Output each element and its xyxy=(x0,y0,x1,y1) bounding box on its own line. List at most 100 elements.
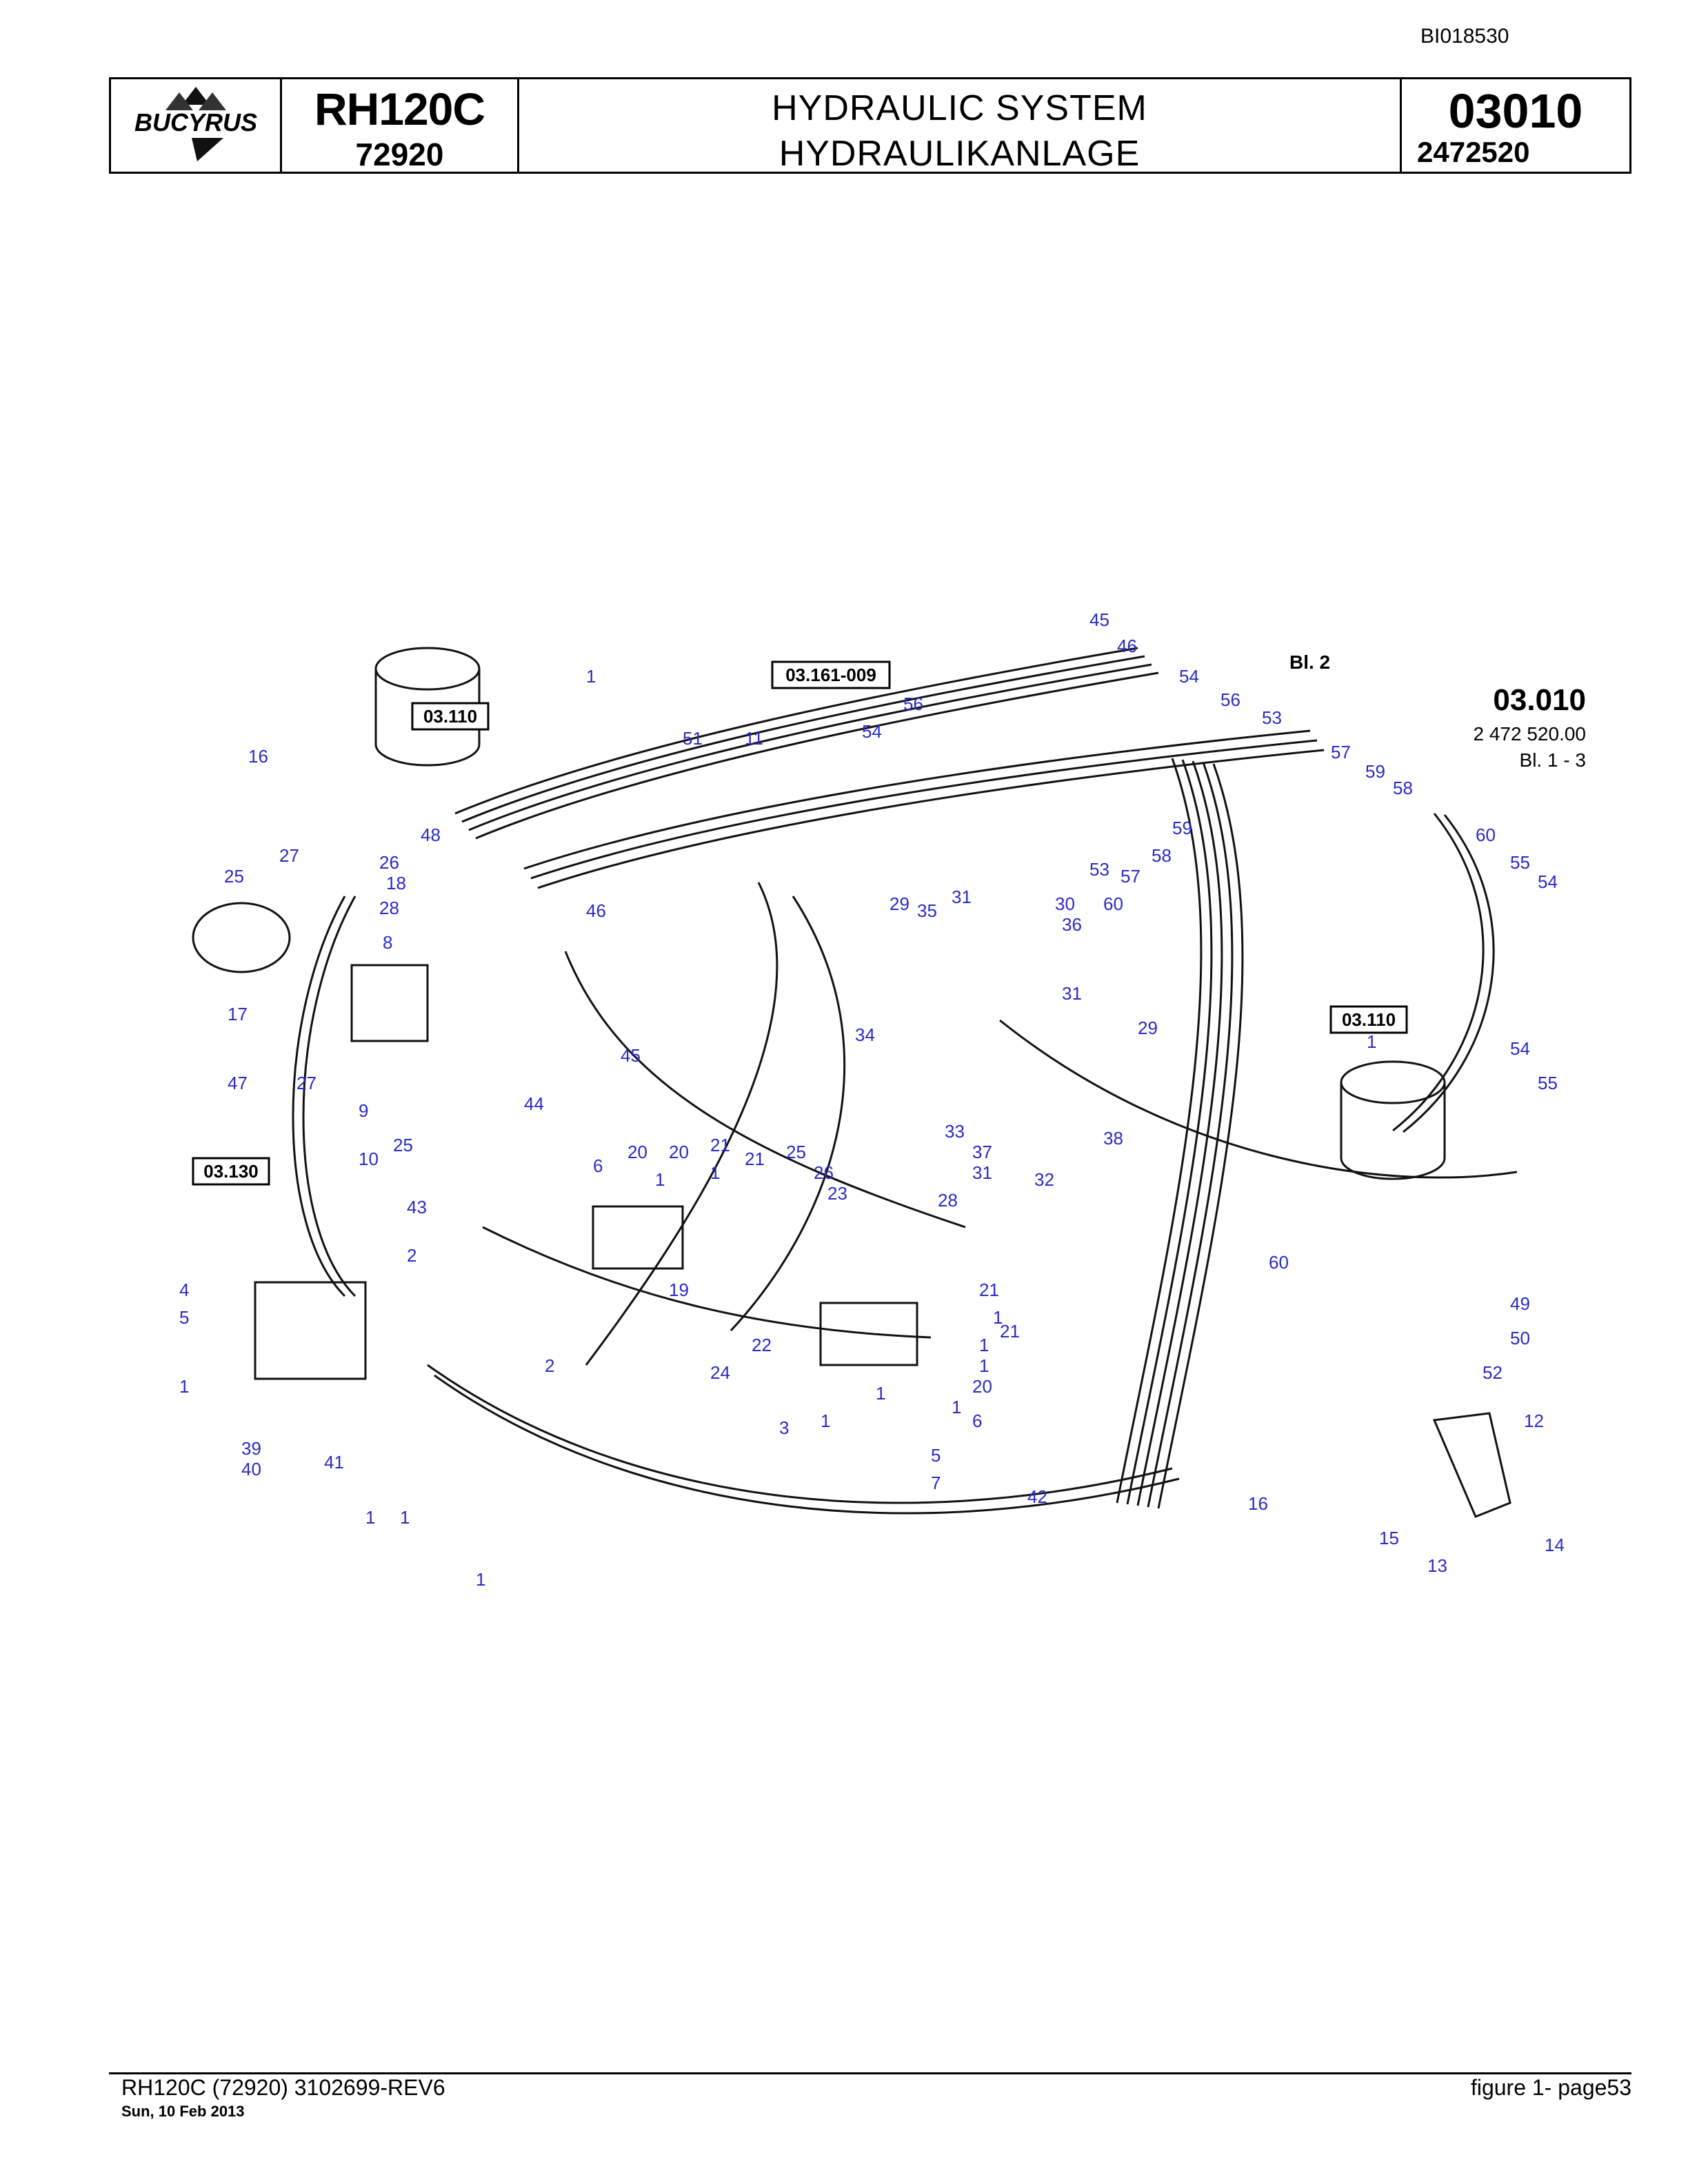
callout-number: 26 xyxy=(379,852,399,873)
callout-number: 16 xyxy=(248,746,268,767)
ref-box-03-110-top: 03.110 xyxy=(411,702,490,731)
callout-number: 1 xyxy=(400,1507,410,1528)
callout-number: 5 xyxy=(931,1445,941,1466)
title-cell: HYDRAULIC SYSTEM HYDRAULIKANLAGE xyxy=(519,79,1402,174)
callout-number: 6 xyxy=(593,1155,603,1176)
callout-number: 21 xyxy=(979,1280,999,1300)
callout-number: 19 xyxy=(669,1280,689,1300)
model-number: RH120C xyxy=(314,83,485,134)
ref-box-03-110-right: 03.110 xyxy=(1329,1005,1408,1034)
callout-number: 8 xyxy=(383,932,392,953)
callout-number: 13 xyxy=(1427,1555,1447,1576)
callout-number: 22 xyxy=(752,1335,772,1355)
callout-number: 26 xyxy=(814,1162,834,1183)
callout-number: 54 xyxy=(1179,666,1199,687)
part-number: 2472520 xyxy=(1417,136,1530,168)
callout-number: 27 xyxy=(279,845,299,866)
callout-number: 7 xyxy=(931,1473,941,1493)
title-german: HYDRAULIKANLAGE xyxy=(778,134,1141,174)
callout-number: 46 xyxy=(586,900,606,921)
callout-number: 16 xyxy=(1248,1493,1268,1514)
callout-number: 30 xyxy=(1055,893,1075,914)
model-cell: RH120C 72920 xyxy=(282,79,519,172)
callout-number: 59 xyxy=(1172,818,1192,838)
title-block: BUCYRUS RH120C 72920 HYDRAULIC SYSTEM HY… xyxy=(109,77,1631,174)
callout-number: 31 xyxy=(972,1162,992,1183)
callout-number: 21 xyxy=(745,1149,765,1169)
callout-number: 6 xyxy=(972,1410,982,1431)
callout-number: 49 xyxy=(1510,1293,1530,1314)
callout-number: 1 xyxy=(993,1307,1003,1328)
callout-number: 15 xyxy=(1379,1528,1399,1548)
callout-number: 60 xyxy=(1103,893,1123,914)
callout-number: 56 xyxy=(903,694,923,714)
callout-number: 14 xyxy=(1545,1535,1565,1555)
callout-number: 20 xyxy=(972,1376,992,1397)
callout-number: 57 xyxy=(1121,866,1141,887)
callout-group: 4546545653575958605554111515654164827252… xyxy=(179,609,1565,1590)
callout-number: 56 xyxy=(1220,689,1240,710)
callout-number: 46 xyxy=(1117,636,1137,656)
hydraulic-exploded-drawing: 03.110 03.161-009 03.130 03.110 Bl. 2 03… xyxy=(179,609,1586,1590)
callout-number: 47 xyxy=(228,1073,248,1093)
callout-number: 50 xyxy=(1510,1328,1530,1348)
callout-number: 18 xyxy=(386,873,406,893)
svg-text:03.161-009: 03.161-009 xyxy=(785,665,876,685)
callout-number: 27 xyxy=(297,1073,316,1093)
callout-number: 58 xyxy=(1393,778,1413,798)
callout-number: 44 xyxy=(524,1093,544,1114)
callout-number: 37 xyxy=(972,1142,992,1162)
callout-number: 12 xyxy=(1524,1410,1544,1431)
logo-cell: BUCYRUS xyxy=(111,79,282,172)
callout-number: 32 xyxy=(1034,1169,1054,1190)
callout-number: 25 xyxy=(786,1142,806,1162)
sheet-range: Bl. 1 - 3 xyxy=(1520,749,1586,771)
callout-number: 55 xyxy=(1510,852,1530,873)
callout-number: 1 xyxy=(821,1410,830,1431)
callout-number: 35 xyxy=(917,900,937,921)
callout-number: 1 xyxy=(655,1169,665,1190)
callout-number: 59 xyxy=(1365,761,1385,782)
callout-number: 40 xyxy=(241,1459,261,1479)
callout-number: 29 xyxy=(1138,1018,1158,1038)
callout-number: 1 xyxy=(876,1383,885,1404)
callout-number: 54 xyxy=(862,721,882,742)
callout-number: 2 xyxy=(545,1355,554,1376)
callout-number: 4 xyxy=(179,1280,189,1300)
callout-number: 1 xyxy=(476,1569,485,1590)
callout-number: 45 xyxy=(1089,609,1109,630)
callout-number: 1 xyxy=(1367,1031,1376,1052)
callout-number: 36 xyxy=(1062,914,1082,935)
callout-number: 20 xyxy=(669,1142,689,1162)
callout-number: 21 xyxy=(1000,1321,1020,1342)
callout-number: 45 xyxy=(621,1045,641,1066)
callout-number: 33 xyxy=(945,1121,965,1142)
sheet-ref: Bl. 2 xyxy=(1289,651,1330,673)
group-code: 03010 xyxy=(1448,84,1583,138)
callout-number: 25 xyxy=(393,1135,413,1155)
callout-number: 1 xyxy=(710,1162,720,1183)
callout-number: 24 xyxy=(710,1362,730,1383)
callout-number: 31 xyxy=(1062,983,1082,1004)
callout-number: 10 xyxy=(359,1149,379,1169)
callout-number: 34 xyxy=(855,1024,875,1045)
callout-number: 3 xyxy=(779,1417,789,1438)
title-english: HYDRAULIC SYSTEM xyxy=(772,88,1147,128)
code-cell: 03010 2472520 xyxy=(1402,79,1629,172)
callout-number: 1 xyxy=(586,666,596,687)
callout-number: 5 xyxy=(179,1307,189,1328)
footer-page: figure 1- page53 xyxy=(1470,2075,1631,2100)
svg-text:03.130: 03.130 xyxy=(203,1161,259,1182)
callout-number: 31 xyxy=(952,887,972,907)
callout-number: 53 xyxy=(1262,707,1282,728)
callout-number: 21 xyxy=(710,1135,730,1155)
callout-number: 11 xyxy=(745,728,763,749)
svg-text:03.110: 03.110 xyxy=(1342,1009,1396,1030)
callout-number: 1 xyxy=(979,1335,989,1355)
callout-number: 51 xyxy=(683,728,703,749)
callout-number: 9 xyxy=(359,1100,368,1121)
callout-number: 55 xyxy=(1538,1073,1558,1093)
callout-number: 1 xyxy=(365,1507,375,1528)
callout-number: 29 xyxy=(890,893,910,914)
callout-number: 2 xyxy=(407,1245,416,1266)
